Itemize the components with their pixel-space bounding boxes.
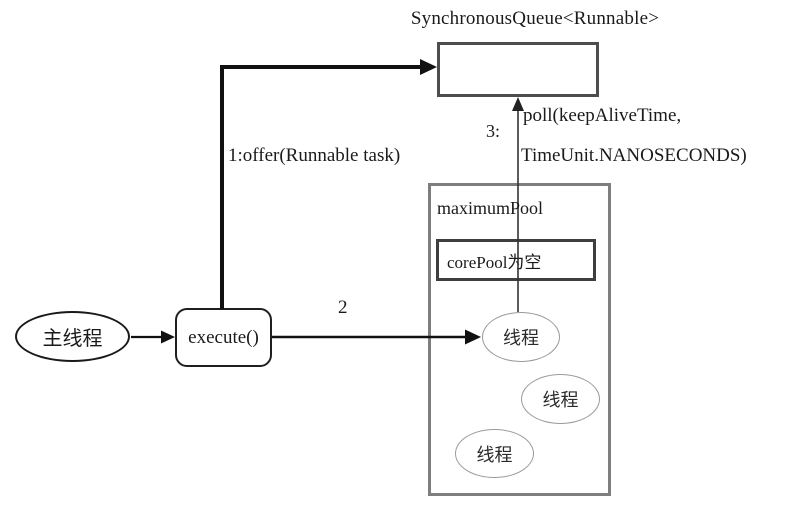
- main-thread-node: 主线程: [15, 311, 130, 362]
- thread-node-1: 线程: [482, 312, 560, 362]
- synchronous-queue-box: [437, 42, 599, 97]
- core-pool-box: corePool为空: [436, 239, 596, 281]
- thread-node-2-label: 线程: [542, 390, 579, 410]
- thread-node-2: 线程: [521, 374, 600, 424]
- thread-node-3-label: 线程: [476, 444, 513, 465]
- execute-label: execute(): [188, 326, 259, 348]
- main-thread-label: 主线程: [42, 328, 103, 350]
- execute-node: execute(): [175, 308, 272, 367]
- thread-node-3: 线程: [455, 429, 534, 478]
- thread-node-1-label: 线程: [503, 328, 539, 348]
- core-pool-label: corePool为空: [447, 252, 542, 272]
